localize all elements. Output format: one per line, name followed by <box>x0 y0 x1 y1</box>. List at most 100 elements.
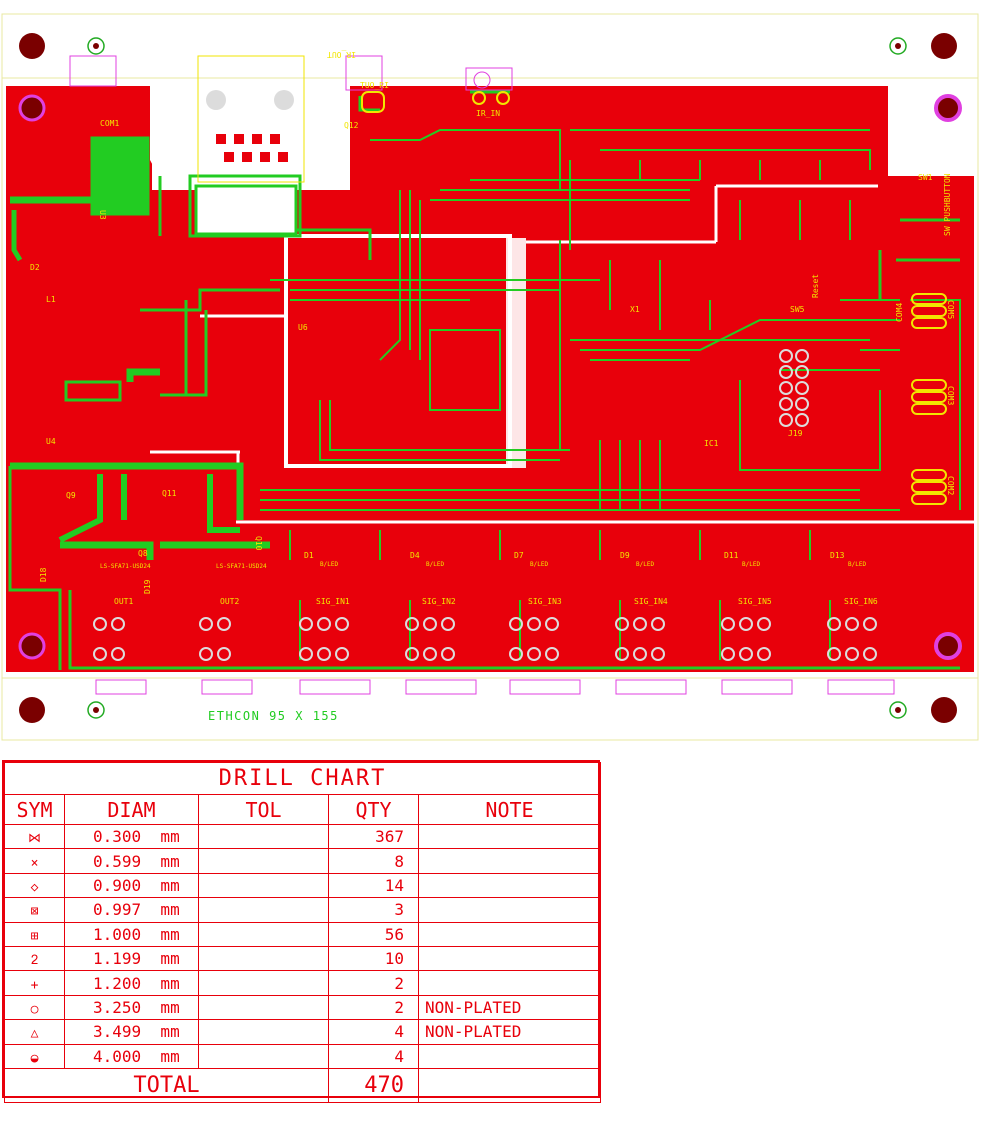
label-led12: B/LED <box>320 561 338 568</box>
label-com5: COM5 <box>946 300 955 319</box>
total-qty: 470 <box>328 1067 419 1103</box>
label-u6: U6 <box>298 323 308 332</box>
drill-note <box>418 897 601 923</box>
drill-sym: ◒ <box>4 1043 65 1069</box>
label-d19: D19 <box>143 579 152 594</box>
drill-sym: ⊞ <box>4 921 65 947</box>
pcb-layout: COM1 U3 D2 L1 U4 Q9 Q11 Q8 Q10 U6 D18 D1… <box>1 13 979 741</box>
header-tol: TOL <box>198 794 329 825</box>
bottom-connector-pads <box>93 617 877 661</box>
label-sw5: SW5 <box>790 305 805 314</box>
u3-footprint <box>194 184 298 236</box>
drill-tol <box>198 945 329 972</box>
drill-chart-title: DRILL CHART <box>4 762 601 795</box>
drill-note <box>418 970 601 996</box>
drill-diam: 0.300 mm <box>64 823 199 850</box>
mounting-holes <box>18 33 962 723</box>
triangle-icon: △ <box>30 1026 39 1042</box>
label-com3: COM3 <box>946 386 955 405</box>
com-connector-pads <box>911 293 947 505</box>
step-icon: ᒿ <box>30 953 39 969</box>
label-u4: U4 <box>46 437 56 446</box>
drill-sym: ○ <box>4 994 65 1021</box>
drill-qty: 367 <box>328 823 419 850</box>
header-note: NOTE <box>418 794 601 825</box>
label-d18: D18 <box>39 567 48 582</box>
drill-sym: ⊠ <box>4 897 65 923</box>
rj45-outline <box>197 55 305 183</box>
drill-diam: 0.997 mm <box>64 897 199 923</box>
drill-diam: 3.499 mm <box>64 1019 199 1045</box>
label-d4: D4 <box>410 551 420 560</box>
board-title: ETHCON 95 X 155 <box>208 709 339 723</box>
boxed-plus-icon: ⊞ <box>30 928 39 944</box>
drill-note <box>418 872 601 899</box>
drill-diam: 1.000 mm <box>64 921 199 947</box>
drill-tol <box>198 1043 329 1069</box>
label-sig-in3: SIG_IN3 <box>528 597 562 606</box>
drill-diam: 1.199 mm <box>64 945 199 972</box>
drill-diam: 0.900 mm <box>64 872 199 899</box>
label-out1: OUT1 <box>114 597 133 606</box>
label-sw1: SW1 <box>918 173 933 182</box>
label-q11: Q11 <box>162 489 177 498</box>
drill-chart-table: DRILL CHART SYM DIAM TOL QTY NOTE ⋈0.300… <box>4 762 601 1103</box>
drill-sym: △ <box>4 1019 65 1045</box>
drill-qty: 2 <box>328 994 419 1021</box>
drill-qty: 56 <box>328 921 419 947</box>
drill-tol <box>198 1019 329 1045</box>
label-x1: X1 <box>630 305 640 314</box>
label-q10: Q10 <box>254 536 263 551</box>
drill-note <box>418 848 601 874</box>
label-q9: Q9 <box>66 491 76 500</box>
drill-diam: 3.250 mm <box>64 994 199 1021</box>
plus-icon: + <box>30 977 39 993</box>
label-led11: LS-SFA71-USD24 <box>216 563 267 570</box>
rj45-mount-hole-left <box>206 90 226 110</box>
j19-header-pads <box>779 349 809 427</box>
drill-diam: 1.200 mm <box>64 970 199 996</box>
drill-sym: ᒿ <box>4 945 65 972</box>
traces <box>8 90 961 670</box>
label-out2: OUT2 <box>220 597 239 606</box>
drill-sym: + <box>4 970 65 996</box>
label-sig-in5: SIG_IN5 <box>738 597 772 606</box>
boxed-x-icon: ⊠ <box>30 904 39 920</box>
header-diam: DIAM <box>64 794 199 825</box>
label-led17: B/LED <box>848 561 866 568</box>
label-d1: D1 <box>304 551 314 560</box>
label-d13: D13 <box>830 551 845 560</box>
drill-note <box>418 921 601 947</box>
rj45-mount-hole-right <box>274 90 294 110</box>
label-l1: L1 <box>46 295 56 304</box>
drill-qty: 3 <box>328 897 419 923</box>
label-com4: COM4 <box>895 303 904 322</box>
header-sym: SYM <box>4 794 65 825</box>
label-ic1: IC1 <box>704 439 719 448</box>
label-ir-in: IR_IN <box>476 109 500 118</box>
label-led16: B/LED <box>742 561 760 568</box>
drill-qty: 8 <box>328 848 419 874</box>
drill-tol <box>198 970 329 996</box>
drill-note: NON-PLATED <box>418 994 601 1021</box>
total-label: TOTAL <box>4 1067 329 1103</box>
label-ir-out: TUO_RI <box>360 81 389 90</box>
drill-qty: 4 <box>328 1019 419 1045</box>
drill-note <box>418 823 601 850</box>
label-led14: B/LED <box>530 561 548 568</box>
label-led15: B/LED <box>636 561 654 568</box>
label-q8: Q8 <box>138 549 148 558</box>
circle-icon: ○ <box>30 1001 39 1017</box>
drill-tol <box>198 823 329 850</box>
label-sig-in1: SIG_IN1 <box>316 597 350 606</box>
drill-tol <box>198 848 329 874</box>
label-led10: LS-SFA71-USD24 <box>100 563 151 570</box>
drill-qty: 2 <box>328 970 419 996</box>
drill-sym: × <box>4 848 65 874</box>
filled-circle-icon: ◒ <box>30 1050 39 1066</box>
